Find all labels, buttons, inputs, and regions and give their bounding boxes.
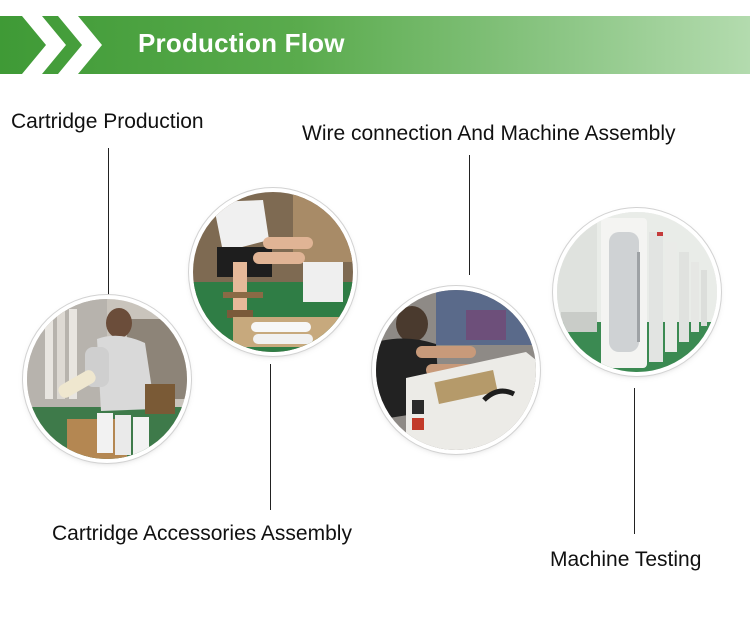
connector-line-1 (108, 148, 109, 296)
double-chevron-icon (22, 16, 102, 74)
photo-cartridge-accessories-assembly (193, 192, 353, 352)
connector-line-4 (634, 388, 635, 534)
photo-cartridge-production (27, 299, 187, 459)
connector-line-3 (469, 155, 470, 275)
photo-machine-testing (557, 212, 717, 372)
photo-wire-connection-machine-assembly (376, 290, 536, 450)
step-label-machine-testing: Machine Testing (550, 548, 702, 571)
section-banner: Production Flow (0, 16, 750, 74)
step-label-accessories-assembly: Cartridge Accessories Assembly (52, 522, 352, 545)
step-label-cartridge-production: Cartridge Production (11, 110, 204, 133)
banner-title: Production Flow (138, 28, 345, 58)
connector-line-2 (270, 364, 271, 510)
step-label-wire-connection: Wire connection And Machine Assembly (302, 122, 676, 145)
